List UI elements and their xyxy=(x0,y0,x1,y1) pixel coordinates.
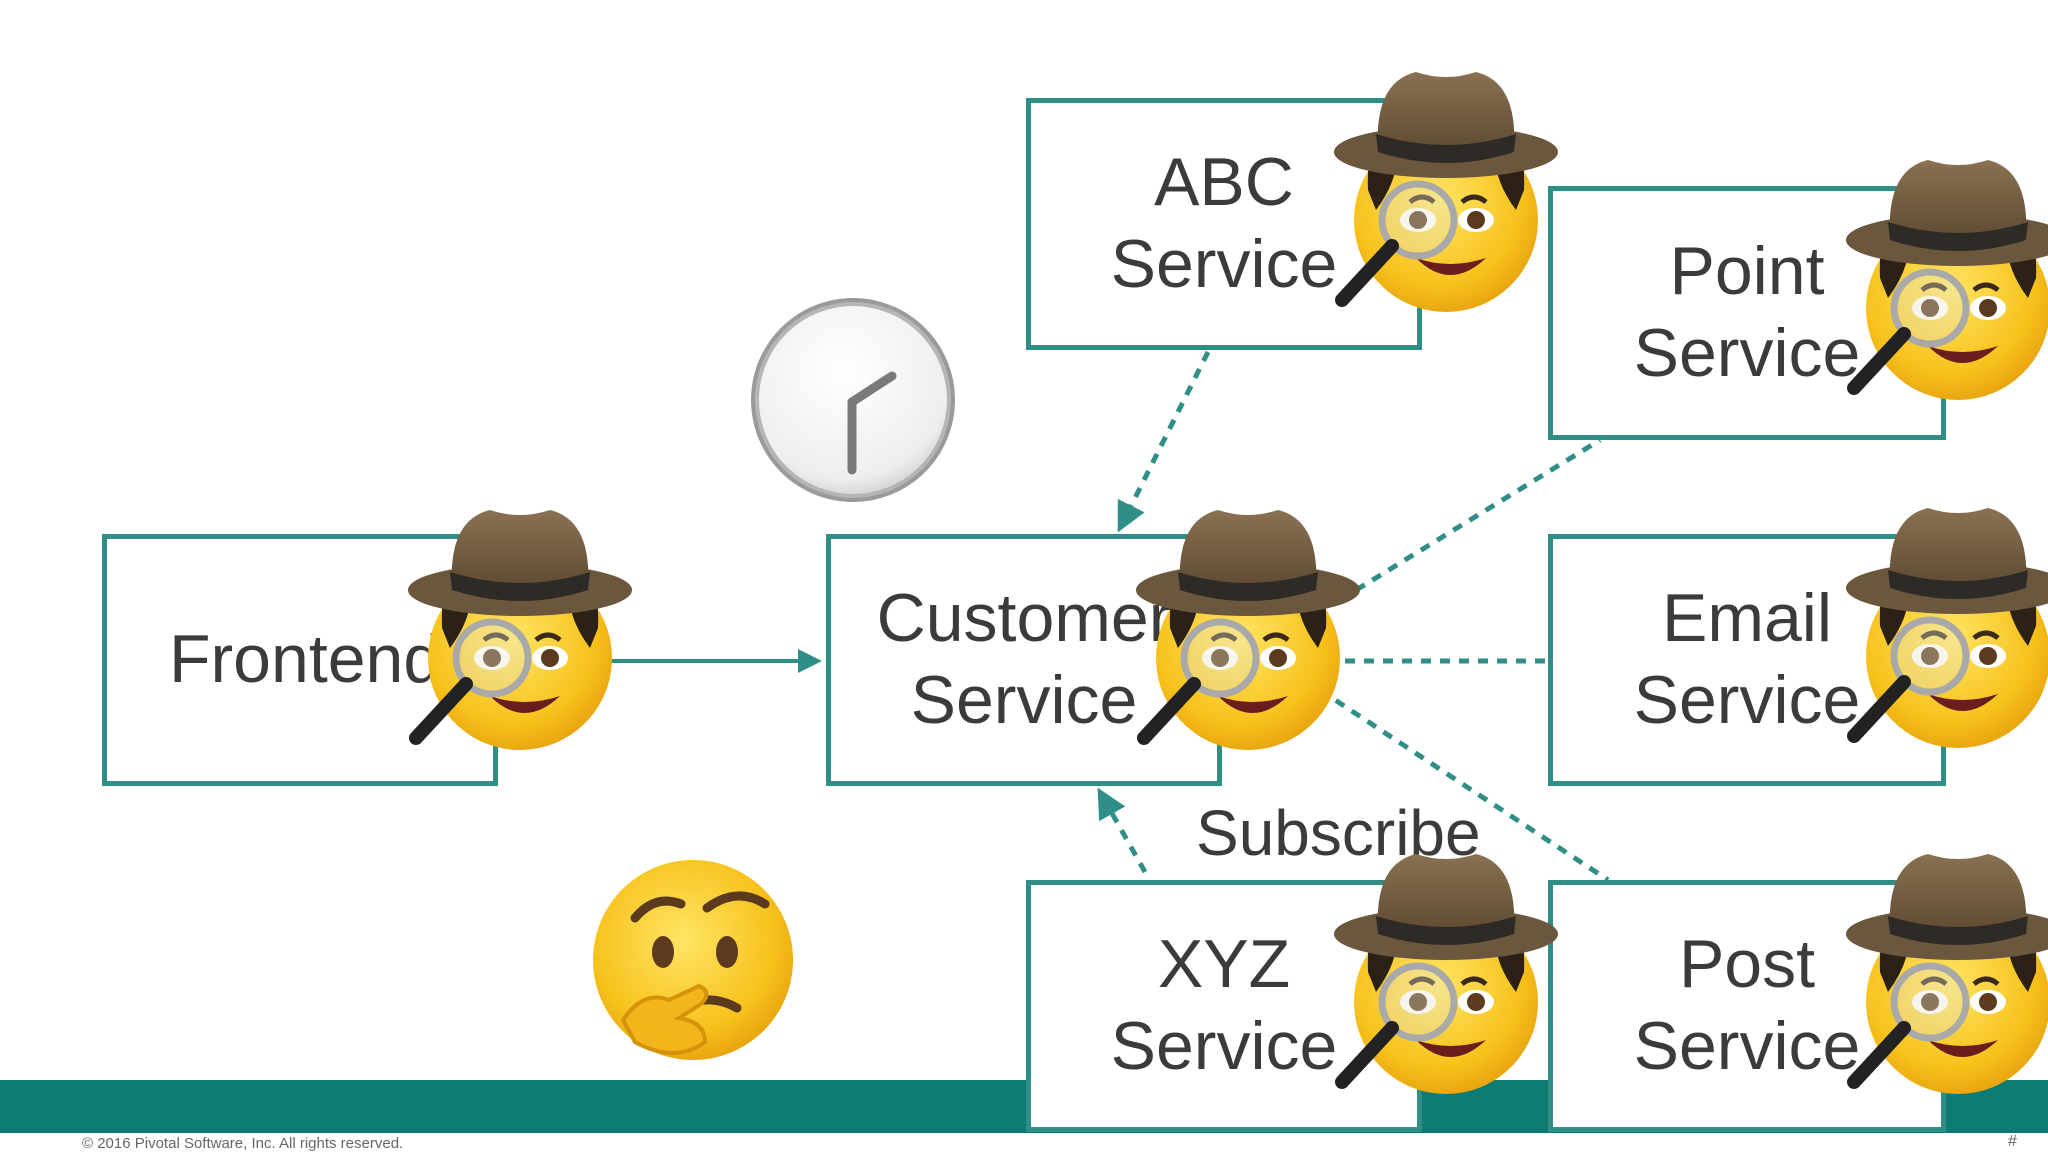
detective-emoji xyxy=(1846,508,2048,748)
abc-label-line2: Service xyxy=(1110,226,1338,302)
page-number: # xyxy=(2008,1133,2017,1150)
customer-label-line1: Customer xyxy=(876,580,1172,657)
detective-emoji xyxy=(1334,72,1558,312)
email-label-line1: Email xyxy=(1661,580,1833,657)
edge-abc-customer xyxy=(1117,350,1211,533)
copyright-text: © 2016 Pivotal Software, Inc. All rights… xyxy=(82,1135,404,1152)
edge-xyz-customer xyxy=(1097,787,1148,874)
edge-customer-point xyxy=(1338,437,1602,603)
post-label-line1: Post xyxy=(1678,926,1816,1003)
abc-label-line1: ABC xyxy=(1154,144,1294,221)
email-label-line2: Service xyxy=(1633,662,1861,738)
xyz-label-line1: XYZ xyxy=(1157,926,1291,1003)
detective-emoji xyxy=(1136,510,1360,750)
point-label-line2: Service xyxy=(1633,315,1861,391)
detective-emoji xyxy=(408,510,632,750)
post-label-line2: Service xyxy=(1633,1008,1861,1084)
point-label-line1: Point xyxy=(1669,233,1825,310)
thinking-face-emoji xyxy=(593,860,793,1060)
edge-customer-post xyxy=(1318,687,1610,883)
subscribe-label: Subscribe xyxy=(1196,797,1481,869)
clock-icon xyxy=(751,298,955,502)
frontend-label: Frontend xyxy=(169,621,442,698)
point-service-box: Point Service xyxy=(1548,186,1946,440)
xyz-label-line2: Service xyxy=(1110,1008,1338,1084)
customer-label-line2: Service xyxy=(910,662,1138,738)
detective-emoji xyxy=(1846,854,2048,1094)
detective-emoji xyxy=(1846,160,2048,400)
detective-emoji xyxy=(1334,854,1558,1094)
